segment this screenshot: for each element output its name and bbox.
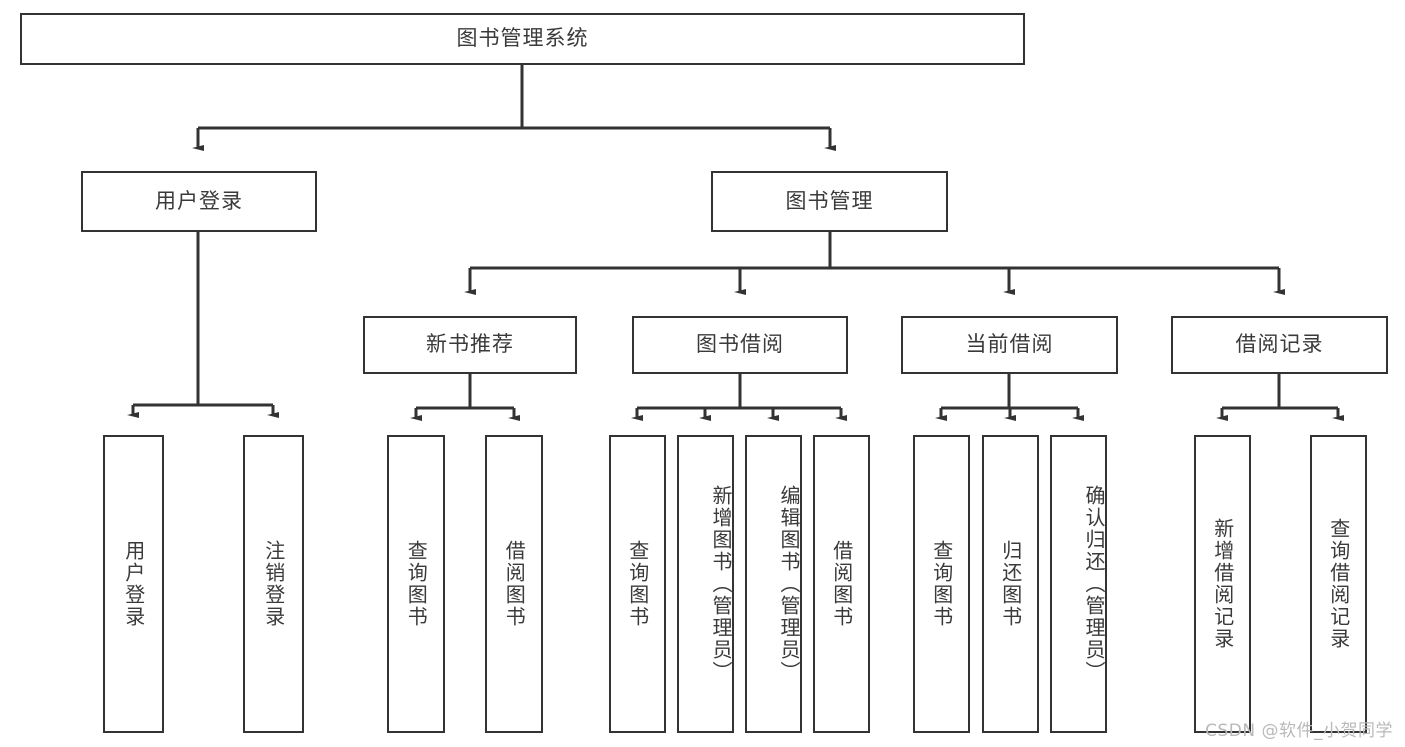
node-book-management[interactable]: 图书管理	[711, 171, 948, 232]
node-current-borrow-label: 当前借阅	[965, 332, 1054, 357]
node-new-book-recommend[interactable]: 新书推荐	[363, 316, 577, 374]
node-root-label: 图书管理系统	[456, 26, 589, 51]
node-leaf-add-record-label: 新增借阅记录	[1210, 518, 1235, 650]
node-leaf-return-book[interactable]: 归还图书	[982, 435, 1039, 733]
node-leaf-edit-book-label: 编辑图书（管理员）	[777, 485, 801, 683]
node-leaf-query-book-2[interactable]: 查询图书	[609, 435, 666, 733]
node-leaf-user-login[interactable]: 用户登录	[103, 435, 164, 733]
node-leaf-query-record-label: 查询借阅记录	[1326, 518, 1351, 650]
node-leaf-query-book-3[interactable]: 查询图书	[913, 435, 970, 733]
node-leaf-query-book-1[interactable]: 查询图书	[387, 435, 445, 733]
node-book-borrow-label: 图书借阅	[696, 332, 784, 357]
node-book-management-label: 图书管理	[785, 188, 874, 213]
node-user-login-label: 用户登录	[155, 188, 243, 213]
node-leaf-edit-book[interactable]: 编辑图书（管理员）	[745, 435, 802, 733]
node-leaf-query-book-2-label: 查询图书	[625, 540, 650, 628]
node-leaf-return-book-label: 归还图书	[998, 540, 1023, 628]
node-leaf-user-login-label: 用户登录	[121, 540, 146, 628]
node-borrow-record-label: 借阅记录	[1235, 332, 1324, 357]
node-borrow-record[interactable]: 借阅记录	[1171, 316, 1388, 374]
node-root[interactable]: 图书管理系统	[20, 13, 1025, 65]
node-user-login[interactable]: 用户登录	[81, 171, 317, 232]
node-new-book-recommend-label: 新书推荐	[426, 332, 514, 357]
node-leaf-query-book-3-label: 查询图书	[929, 540, 954, 628]
node-leaf-confirm-return[interactable]: 确认归还（管理员）	[1050, 435, 1107, 733]
node-book-borrow[interactable]: 图书借阅	[632, 316, 848, 374]
node-current-borrow[interactable]: 当前借阅	[901, 316, 1118, 374]
node-leaf-borrow-book-2-label: 借阅图书	[829, 540, 854, 628]
node-leaf-borrow-book-2[interactable]: 借阅图书	[813, 435, 870, 733]
node-leaf-borrow-book-1-label: 借阅图书	[502, 540, 527, 628]
node-leaf-add-record[interactable]: 新增借阅记录	[1194, 435, 1251, 733]
node-leaf-logout-login-label: 注销登录	[261, 540, 286, 628]
node-leaf-query-record[interactable]: 查询借阅记录	[1310, 435, 1367, 733]
node-leaf-add-book[interactable]: 新增图书（管理员）	[677, 435, 734, 733]
node-leaf-borrow-book-1[interactable]: 借阅图书	[485, 435, 543, 733]
node-leaf-confirm-return-label: 确认归还（管理员）	[1082, 485, 1106, 683]
node-leaf-add-book-label: 新增图书（管理员）	[709, 485, 733, 683]
node-leaf-logout-login[interactable]: 注销登录	[243, 435, 304, 733]
node-leaf-query-book-1-label: 查询图书	[404, 540, 429, 628]
